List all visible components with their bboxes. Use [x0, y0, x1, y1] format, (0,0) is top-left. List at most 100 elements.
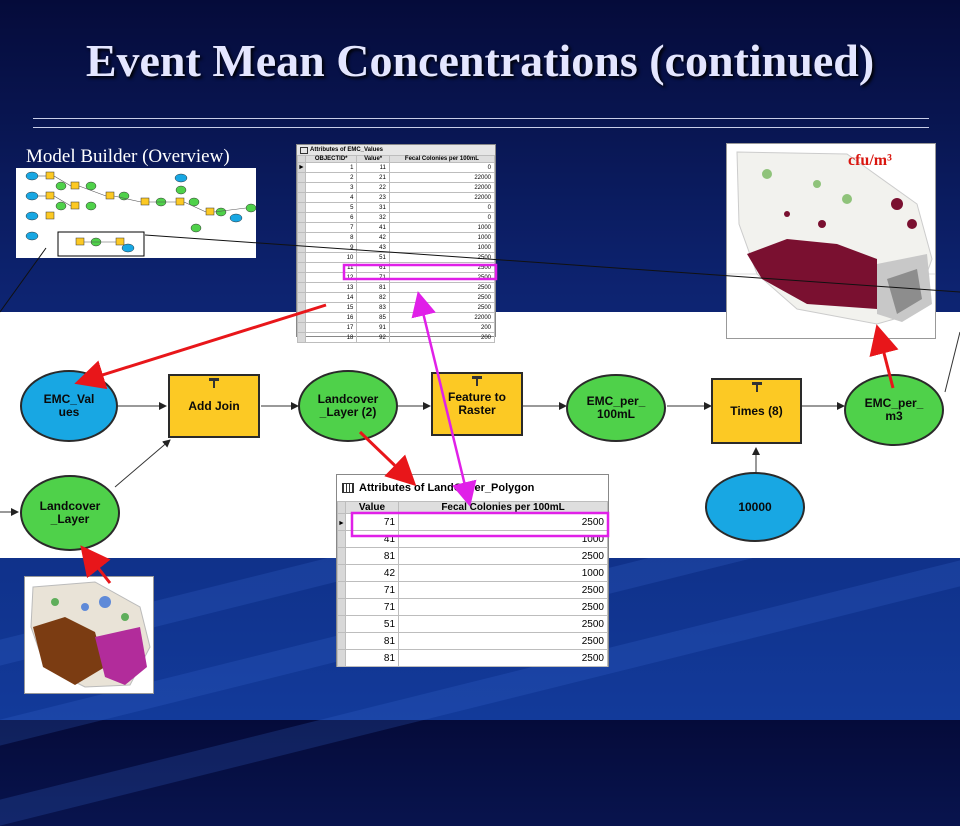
- row-selector[interactable]: [297, 192, 306, 203]
- row-selector[interactable]: [337, 632, 346, 650]
- table-cell: 8: [304, 232, 358, 243]
- row-selector[interactable]: [297, 322, 306, 333]
- row-selector[interactable]: [297, 182, 306, 193]
- model-builder-overview[interactable]: [16, 168, 257, 258]
- row-selector[interactable]: [337, 564, 346, 582]
- landcover-layer-node[interactable]: Landcover _Layer: [20, 475, 120, 551]
- table-cell: 92: [356, 332, 390, 343]
- row-selector[interactable]: [337, 598, 346, 616]
- table-cell: 5: [304, 202, 358, 213]
- table-cell: 31: [356, 202, 390, 213]
- row-selector[interactable]: [337, 649, 346, 667]
- column-header[interactable]: OBJECTID*: [304, 155, 358, 163]
- row-selector[interactable]: [297, 272, 306, 283]
- table-cell: 0: [388, 162, 496, 173]
- add-join-tool[interactable]: Add Join: [168, 374, 260, 438]
- row-selector[interactable]: [297, 172, 306, 183]
- row-selector[interactable]: [297, 302, 306, 313]
- table-cell: 17: [304, 322, 358, 333]
- row-selector[interactable]: [297, 312, 306, 323]
- table-cell: 1000: [388, 232, 496, 243]
- table-cell: 51: [356, 252, 390, 263]
- table-cell: 12: [304, 272, 358, 283]
- table-cell: 15: [304, 302, 358, 313]
- column-header[interactable]: Fecal Colonies per 100mL: [388, 155, 496, 163]
- times-8-tool[interactable]: Times (8): [711, 378, 802, 444]
- table-cell: 81: [356, 282, 390, 293]
- column-header[interactable]: Value: [344, 501, 400, 514]
- emc-values-label: EMC_Values: [43, 392, 95, 419]
- row-selector[interactable]: [297, 242, 306, 253]
- row-selector[interactable]: ►: [297, 162, 306, 173]
- emc-per-m3-node[interactable]: EMC_per_ m3: [844, 374, 944, 446]
- row-selector-header: [297, 155, 306, 163]
- table-cell: 2500: [398, 547, 608, 565]
- row-selector[interactable]: [337, 530, 346, 548]
- emc-per-100ml-node[interactable]: EMC_per_ 100mL: [566, 374, 666, 442]
- row-selector[interactable]: [297, 252, 306, 263]
- row-selector[interactable]: [297, 212, 306, 223]
- table-cell: 41: [356, 222, 390, 233]
- feature-to-raster-tool[interactable]: Feature to Raster: [431, 372, 523, 436]
- emc-values-attribute-window[interactable]: Attributes of EMC_Values OBJECTID*Value*…: [296, 144, 496, 343]
- row-selector[interactable]: [297, 222, 306, 233]
- row-selector[interactable]: [297, 232, 306, 243]
- row-selector[interactable]: [297, 202, 306, 213]
- row-selector[interactable]: [337, 547, 346, 565]
- table-cell: 10: [304, 252, 358, 263]
- column-header[interactable]: Value*: [356, 155, 390, 163]
- row-selector[interactable]: [337, 615, 346, 633]
- landcover-layer-2-node[interactable]: Landcover _Layer (2): [298, 370, 398, 442]
- row-selector[interactable]: [297, 282, 306, 293]
- emc-values-node[interactable]: EMC_Values: [20, 370, 118, 442]
- landcover-window-title-text: Attributes of LandCover_Polygon: [359, 482, 535, 494]
- row-selector[interactable]: [297, 332, 306, 343]
- feature-to-raster-label: Feature to Raster: [447, 390, 506, 417]
- table-cell: 1000: [388, 242, 496, 253]
- times-8-label: Times (8): [730, 403, 783, 418]
- row-selector[interactable]: ►: [337, 513, 346, 531]
- table-cell: 200: [388, 322, 496, 333]
- column-header[interactable]: Fecal Colonies per 100mL: [398, 501, 608, 514]
- table-cell: 22000: [388, 192, 496, 203]
- row-selector[interactable]: [337, 581, 346, 599]
- row-selector[interactable]: [297, 262, 306, 273]
- table-cell: 2500: [388, 252, 496, 263]
- table-cell: 21: [356, 172, 390, 183]
- constant-10000-node[interactable]: 10000: [705, 472, 805, 542]
- table-cell: 200: [388, 332, 496, 343]
- row-selector[interactable]: [297, 292, 306, 303]
- table-cell: 41: [344, 530, 400, 548]
- table-cell: 7: [304, 222, 358, 233]
- table-cell: 18: [304, 332, 358, 343]
